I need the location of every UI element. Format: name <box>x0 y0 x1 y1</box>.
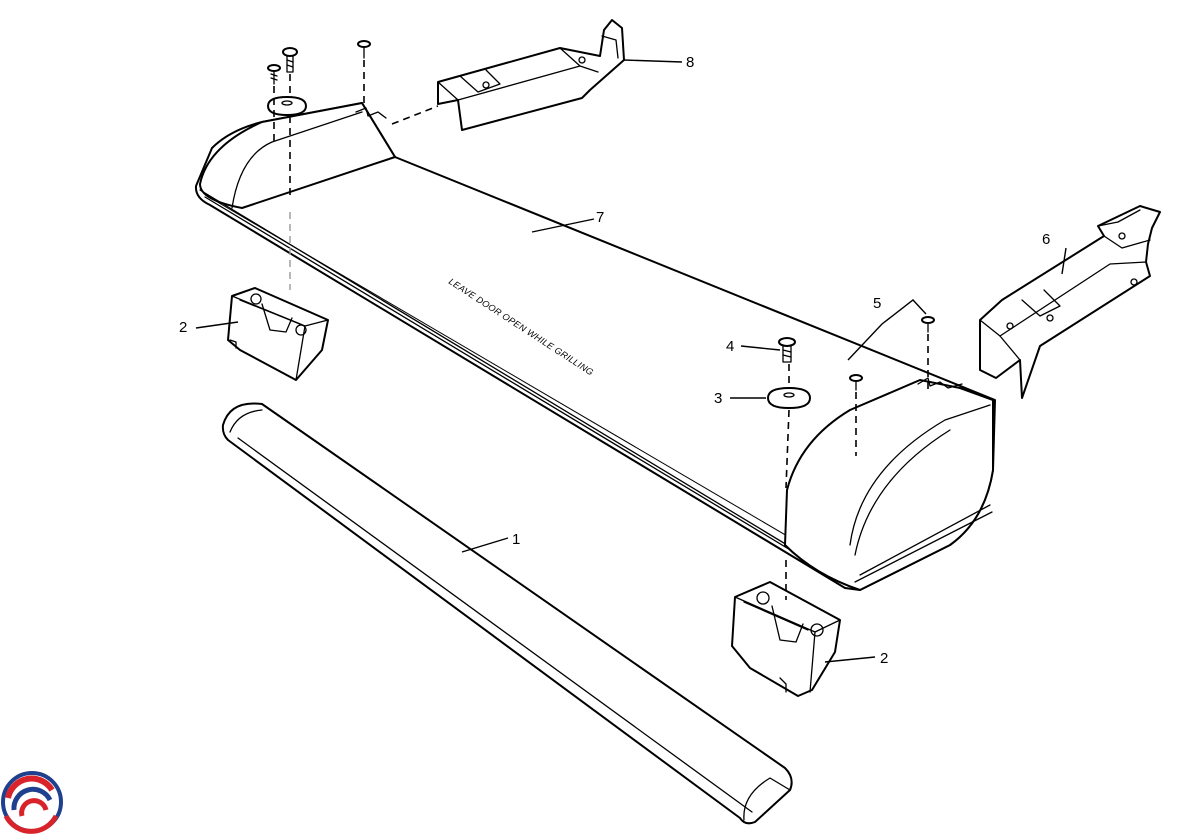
lid-part <box>194 102 996 591</box>
callout-1: 1 <box>512 531 520 548</box>
assembly-lines <box>273 60 929 600</box>
callout-3: 3 <box>714 390 722 407</box>
hinge-right <box>979 205 1161 399</box>
screws-left <box>267 40 371 116</box>
leader-lines <box>195 59 1067 663</box>
hinge-left <box>437 19 625 131</box>
callout-2-left: 2 <box>179 319 187 336</box>
screws-right <box>767 316 935 409</box>
callout-5: 5 <box>873 295 881 312</box>
end-cap-right <box>731 581 841 697</box>
callouts: 1 2 2 3 4 5 6 7 8 <box>179 54 1050 667</box>
callout-2-right: 2 <box>880 650 888 667</box>
callout-6: 6 <box>1042 231 1050 248</box>
callout-4: 4 <box>726 338 734 355</box>
brand-logo <box>1 771 63 834</box>
end-cap-left <box>227 287 329 381</box>
callout-8: 8 <box>686 54 694 71</box>
handle-part <box>221 402 793 825</box>
callout-7: 7 <box>596 209 604 226</box>
